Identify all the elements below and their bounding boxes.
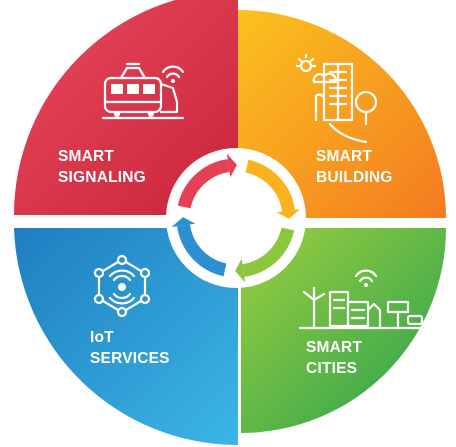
segment-smart-signaling	[14, 0, 238, 215]
cities-label-line2: CITIES	[306, 360, 357, 377]
cycle-arrow-blue	[177, 224, 227, 277]
cycle-arrow-red-head	[226, 153, 237, 178]
city-windmill-icon	[298, 269, 426, 330]
segment-smart-building	[238, 10, 446, 218]
signaling-label-line1: SMART	[58, 148, 114, 165]
building-label-line2: BUILDING	[316, 169, 393, 186]
segment-smart-cities	[241, 228, 446, 433]
cycle-arrow-blue-head	[171, 217, 196, 228]
building-label-line1: SMART	[316, 148, 372, 165]
cycle-arrow-orange-head	[276, 208, 301, 219]
iot-label-line1: IoT	[90, 329, 114, 346]
train-wifi-icon	[101, 62, 185, 120]
iot-label-line2: SERVICES	[90, 350, 170, 367]
cities-label-line1: SMART	[306, 339, 362, 356]
cycle-arrow-green	[242, 227, 295, 277]
building-tree-icon	[295, 53, 378, 144]
cycle-arrow-orange	[245, 159, 295, 212]
segment-iot-services	[14, 228, 238, 446]
cycle-arrow-red	[177, 159, 230, 209]
iot-network-icon	[93, 254, 151, 318]
signaling-label-line2: SIGNALING	[58, 169, 146, 186]
cycle-arrows-icon	[171, 153, 301, 283]
center-hole	[196, 178, 276, 258]
cycle-arrow-green-head	[235, 258, 246, 283]
